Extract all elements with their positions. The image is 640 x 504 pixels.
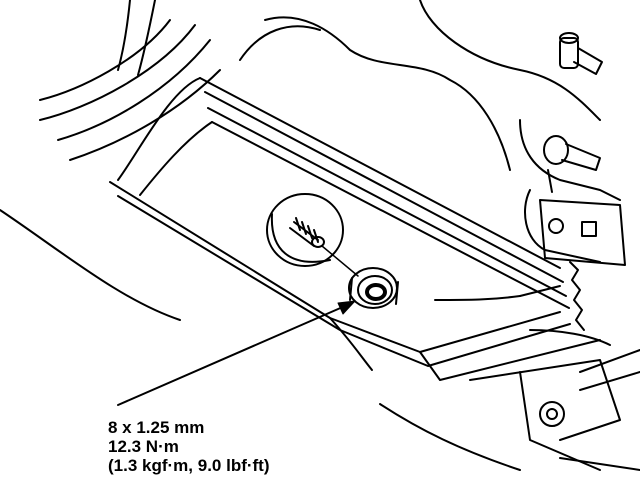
bracket-plate [539, 199, 626, 266]
flange-nut-icon [348, 267, 399, 309]
line-bundle-diagonal [117, 77, 570, 309]
tube-bundle-upper-left [39, 0, 221, 161]
suspension-arm [469, 329, 640, 471]
cutaway-edge [569, 261, 585, 331]
bolt-icon [559, 32, 603, 75]
mount-bolt-icon [543, 135, 601, 193]
torque-nm-label: 12.3 N·m [108, 437, 179, 456]
alignment-line [321, 245, 359, 277]
torque-alt-label: (1.3 kgf·m, 9.0 lbf·ft) [108, 456, 270, 475]
leader-arrow [117, 300, 356, 406]
bolt-size-label: 8 x 1.25 mm [108, 418, 205, 437]
underbody-panel [0, 209, 521, 471]
torque-specification: 8 x 1.25 mm 12.3 N·m (1.3 kgf·m, 9.0 lbf… [108, 418, 270, 475]
frame-rail [109, 181, 601, 381]
mount-boss [266, 193, 344, 267]
threaded-stud-icon [289, 217, 325, 248]
